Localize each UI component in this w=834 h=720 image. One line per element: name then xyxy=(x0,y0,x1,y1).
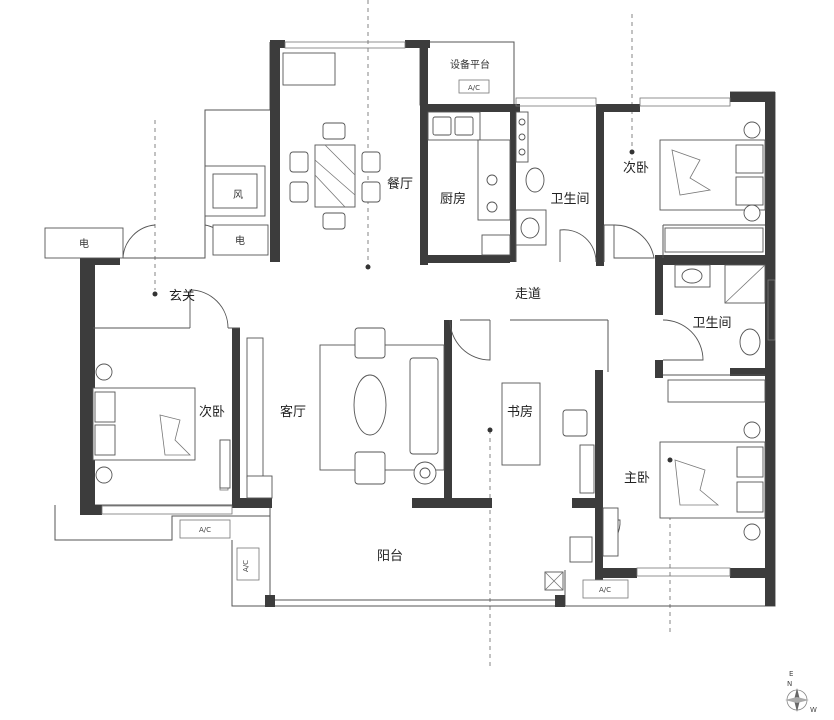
compass-w: W xyxy=(810,706,817,714)
label-bath-mid: 卫生间 xyxy=(692,316,731,331)
bathroom-middle: 卫生间 xyxy=(674,264,766,356)
ac-label-top: A/C xyxy=(468,84,480,92)
equipment-platform: 设备平台 A/C xyxy=(450,58,490,94)
label-kitchen: 厨房 xyxy=(440,191,466,207)
label-entrance: 玄关 xyxy=(169,289,195,304)
label-corridor: 走道 xyxy=(515,287,541,302)
compass-e: E xyxy=(789,670,793,678)
label-balcony: 阳台 xyxy=(377,549,403,564)
compass-icon: E N W xyxy=(785,670,817,714)
ac-label-left: A/C xyxy=(199,526,211,534)
compass-n: N xyxy=(787,680,792,688)
label-bedroom-w: 次卧 xyxy=(199,404,225,420)
master-bedroom: 主卧 xyxy=(602,379,766,557)
label-equipment: 设备平台 xyxy=(450,58,490,71)
label-wind: 风 xyxy=(233,189,243,201)
kitchen: 厨房 xyxy=(427,111,511,256)
dining-room: 餐厅 xyxy=(282,52,413,270)
bathroom-top: 卫生间 xyxy=(515,111,590,246)
bedroom-west: 次卧 xyxy=(92,363,231,489)
bedroom-northeast: 次卧 xyxy=(623,121,766,253)
walls xyxy=(80,40,775,607)
ac-label-balcony: A/C xyxy=(242,560,250,572)
study: 书房 xyxy=(487,382,595,494)
label-study: 书房 xyxy=(507,404,533,420)
outline xyxy=(54,41,776,607)
label-bedroom-ne: 次卧 xyxy=(623,160,649,176)
entrance: 电 风 电 玄关 xyxy=(44,165,269,304)
label-master: 主卧 xyxy=(624,471,650,486)
label-elec-1: 电 xyxy=(79,237,89,250)
ac-label-right: A/C xyxy=(599,586,611,594)
partitions xyxy=(93,224,765,376)
balcony: 阳台 A/C A/C A/C xyxy=(179,519,629,599)
living-room: 客厅 xyxy=(246,327,445,499)
label-elec-2: 电 xyxy=(235,234,245,247)
label-bath-top: 卫生间 xyxy=(550,192,589,207)
label-living: 客厅 xyxy=(280,404,306,420)
label-dining: 餐厅 xyxy=(387,176,413,192)
